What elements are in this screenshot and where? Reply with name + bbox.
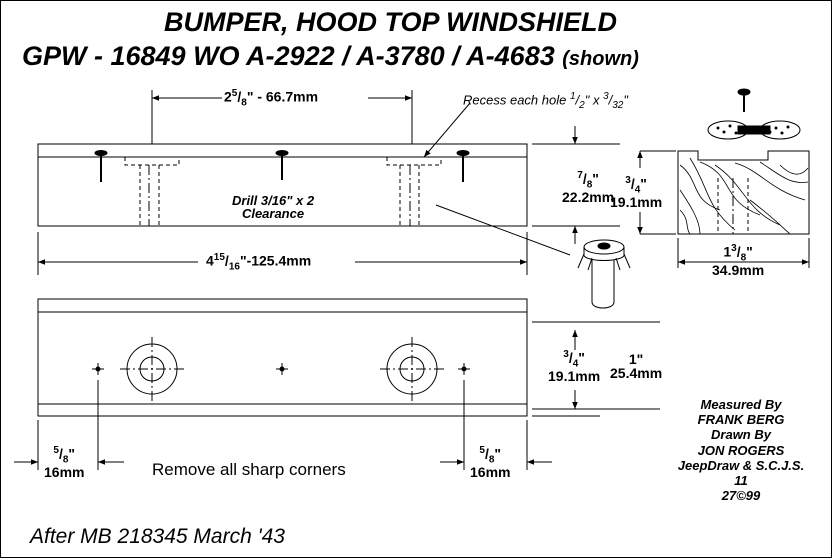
drill-note: Drill 3/16" x 2 Clearance [232,193,315,221]
nail-icon [275,150,289,180]
nail-icon [456,150,470,182]
footer-reference: After MB 218345 March '43 [30,525,285,548]
top-view [37,298,528,417]
front-view [37,143,528,227]
measured-name: FRANK BERG [697,412,785,428]
remove-corners-note: Remove all sharp corners [152,460,346,479]
top-depth-dimension: 3/4" 19.1mm [548,349,601,385]
top-width-dimension: 1" 25.4mm [610,351,663,381]
nail-icon [94,150,108,182]
grommet-icon [707,120,801,140]
drawn-name: JON ROGERS [697,442,785,458]
edge-right-dimension: 5/8" 16mm [470,445,511,481]
measured-label: Measured By [700,397,782,412]
drawn-label: Drawn By [711,427,771,443]
credits-block: Measured By FRANK BERG Drawn By JON ROGE… [656,397,826,503]
sheet-number: 11 [734,473,748,489]
side-width-dimension: 13/8" 34.9mm [712,243,765,279]
recess-note: Recess each hole 1/2" x 3/32" [463,91,628,111]
copyright: 27©99 [721,488,761,504]
part-numbers: GPW - 16849 WO A-2922 / A-3780 / A-4683 [22,41,555,71]
side-view [677,150,810,235]
shown-note: (shown) [562,48,639,70]
tnut-insert-icon [577,239,631,309]
drawing-title: BUMPER, HOOD TOP WINDSHIELD [164,7,618,37]
side-height-dimension: 3/4" 19.1mm [610,175,663,211]
hole-spacing-dimension: 25/8" - 66.7mm [224,88,319,109]
tack-icon [737,88,751,112]
front-height-dimension: 7/8" 22.2mm [562,170,615,206]
edge-left-dimension: 5/8" 16mm [44,445,85,481]
overall-length-dimension: 415/16"-125.4mm [206,252,312,273]
part-number-line: GPW - 16849 WO A-2922 / A-3780 / A-4683 … [22,43,639,70]
organization: JeepDraw & S.C.J.S. [677,457,805,473]
